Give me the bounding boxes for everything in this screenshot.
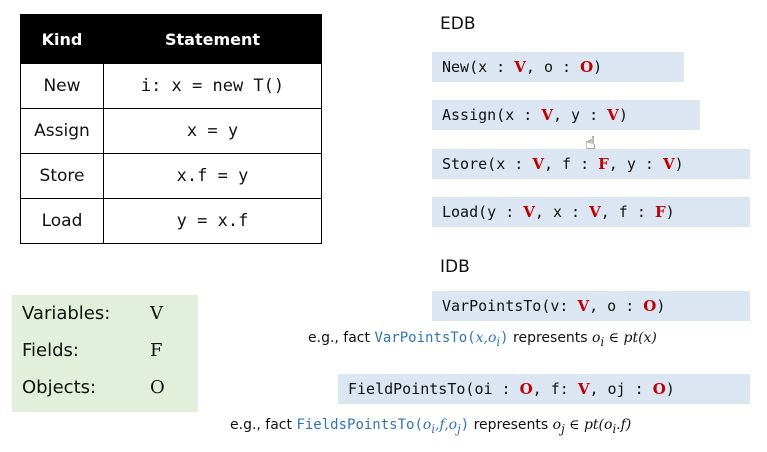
statement-cell: i: x = new T() bbox=[103, 63, 322, 109]
kind-cell: New bbox=[20, 63, 104, 109]
hand-cursor-icon: ☝ bbox=[585, 133, 596, 154]
fieldpointsto-example-note: e.g., fact FieldsPointsTo(oi,f,oj) repre… bbox=[230, 417, 632, 436]
domains-box: Variables: V Fields: F Objects: O bbox=[12, 295, 198, 412]
relation-fieldpointsto: FieldPointsTo(oi : O, f: V, oj : O) bbox=[338, 374, 750, 404]
edb-heading: EDB bbox=[440, 14, 476, 34]
domain-label: Fields: bbox=[22, 340, 79, 361]
domain-row-variables: Variables: V bbox=[22, 303, 163, 324]
table-row: Load y = x.f bbox=[20, 198, 322, 244]
domain-label: Variables: bbox=[22, 303, 111, 324]
relation-new: New(x : V, o : O) bbox=[432, 52, 684, 82]
kind-statement-table: Kind Statement New i: x = new T() Assign… bbox=[20, 14, 322, 244]
table-row: New i: x = new T() bbox=[20, 63, 322, 109]
kind-cell: Assign bbox=[20, 108, 104, 154]
statement-cell: x.f = y bbox=[103, 153, 322, 199]
domain-symbol: V bbox=[150, 303, 163, 324]
statement-cell: x = y bbox=[103, 108, 322, 154]
varpointsto-example-note: e.g., fact VarPointsTo(x,oi) represents … bbox=[308, 330, 657, 349]
table-header-row: Kind Statement bbox=[20, 14, 322, 64]
relation-load: Load(y : V, x : V, f : F) bbox=[432, 197, 750, 227]
column-header-statement: Statement bbox=[103, 14, 322, 64]
statement-cell: y = x.f bbox=[103, 198, 322, 244]
domain-symbol: O bbox=[150, 377, 165, 398]
domain-row-fields: Fields: F bbox=[22, 340, 163, 361]
domain-row-objects: Objects: O bbox=[22, 377, 165, 398]
domain-symbol: F bbox=[150, 340, 163, 361]
idb-heading: IDB bbox=[440, 257, 470, 277]
relation-store: Store(x : V, f : F, y : V) bbox=[432, 149, 750, 179]
table-row: Store x.f = y bbox=[20, 153, 322, 199]
relation-varpointsto: VarPointsTo(v: V, o : O) bbox=[432, 291, 750, 321]
domain-label: Objects: bbox=[22, 377, 97, 398]
column-header-kind: Kind bbox=[20, 14, 104, 64]
relation-assign: Assign(x : V, y : V) bbox=[432, 100, 700, 130]
kind-cell: Load bbox=[20, 198, 104, 244]
kind-cell: Store bbox=[20, 153, 104, 199]
table-row: Assign x = y bbox=[20, 108, 322, 154]
